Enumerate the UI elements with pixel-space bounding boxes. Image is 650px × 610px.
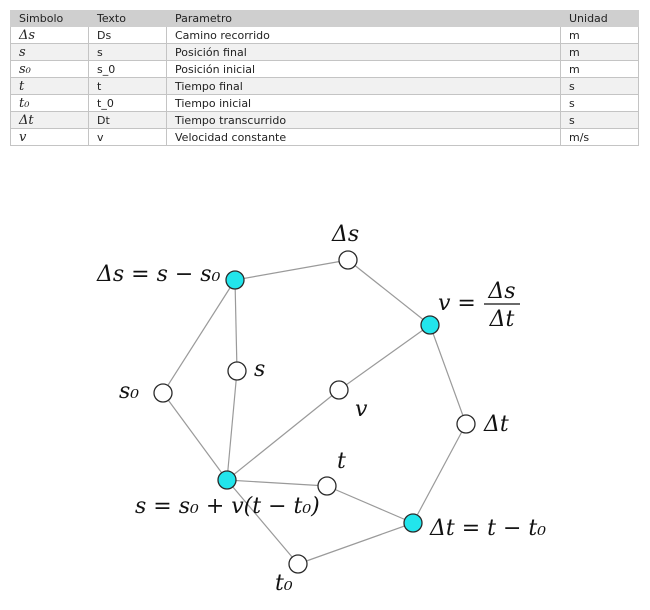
edge-eq-s-v xyxy=(226,389,340,481)
variable-node-dt xyxy=(456,414,476,434)
edge-t0-eq-s xyxy=(226,479,299,565)
table-row: s₀ s_0 Posición inicial m xyxy=(10,60,639,78)
label-eq-v-denominator: Δt xyxy=(489,307,515,332)
edge-dt-eq-dt xyxy=(412,423,467,524)
row-parameter: Velocidad constante xyxy=(166,128,561,146)
header-symbol: Simbolo xyxy=(10,10,89,27)
row-text: Ds xyxy=(88,26,167,44)
table-row: t₀ t_0 Tiempo inicial s xyxy=(10,94,639,112)
row-symbol: s₀ xyxy=(10,60,89,78)
table-header-row: Simbolo Texto Parametro Unidad xyxy=(10,10,639,27)
edge-ds-eq-v xyxy=(347,259,431,326)
row-symbol: s xyxy=(10,43,89,61)
label-t0: t₀ xyxy=(275,571,293,596)
row-parameter: Tiempo inicial xyxy=(166,94,561,112)
equation-node-eq-ds xyxy=(225,270,245,290)
row-symbol: Δt xyxy=(10,111,89,129)
label-eq-ds: Δs = s − s₀ xyxy=(96,262,221,287)
variable-node-s xyxy=(227,361,247,381)
label-ds: Δs xyxy=(331,222,359,247)
equation-node-eq-s xyxy=(217,470,237,490)
row-text: s_0 xyxy=(88,60,167,78)
header-text: Texto xyxy=(88,10,167,27)
row-unit: m/s xyxy=(560,128,639,146)
row-text: s xyxy=(88,43,167,61)
edge-eq-dt-t0 xyxy=(297,522,414,565)
table-row: s s Posición final m xyxy=(10,43,639,61)
row-parameter: Posición final xyxy=(166,43,561,61)
table-row: t t Tiempo final s xyxy=(10,77,639,95)
edge-eq-s-t xyxy=(226,479,328,487)
variable-node-v xyxy=(329,380,349,400)
label-eq-dt: Δt = t − t₀ xyxy=(429,516,546,541)
graph-nodes xyxy=(153,250,476,574)
label-s: s xyxy=(254,357,265,382)
equation-node-eq-dt xyxy=(403,513,423,533)
edge-eq-s-s0 xyxy=(162,392,228,481)
row-text: t xyxy=(88,77,167,95)
label-eq-v-numerator: Δs xyxy=(487,279,515,304)
label-eq-s: s = s₀ + v(t − t₀) xyxy=(135,494,320,519)
equation-node-eq-v xyxy=(420,315,440,335)
label-t: t xyxy=(337,449,346,474)
row-unit: s xyxy=(560,111,639,129)
row-symbol: t xyxy=(10,77,89,95)
edge-eq-v-dt xyxy=(429,324,467,425)
row-parameter: Posición inicial xyxy=(166,60,561,78)
edge-eq-ds-s xyxy=(234,279,238,372)
edge-s0-eq-ds xyxy=(162,279,236,394)
variable-node-t0 xyxy=(288,554,308,574)
table-row: v v Velocidad constante m/s xyxy=(10,128,639,146)
label-v: v xyxy=(355,397,368,422)
parameter-table: Simbolo Texto Parametro Unidad Δs Ds Cam… xyxy=(10,10,639,146)
label-eq-v-left: v = xyxy=(438,291,476,316)
variable-node-ds xyxy=(338,250,358,270)
edge-eq-ds-ds xyxy=(234,259,349,281)
row-parameter: Camino recorrido xyxy=(166,26,561,44)
table-row: Δt Dt Tiempo transcurrido s xyxy=(10,111,639,129)
edge-v-eq-v xyxy=(338,324,431,391)
row-symbol: Δs xyxy=(10,26,89,44)
row-text: t_0 xyxy=(88,94,167,112)
row-parameter: Tiempo final xyxy=(166,77,561,95)
variable-node-s0 xyxy=(153,383,173,403)
graph-edges xyxy=(162,259,467,565)
label-s0: s₀ xyxy=(119,379,139,404)
variable-node-t xyxy=(317,476,337,496)
row-symbol: v xyxy=(10,128,89,146)
edge-s-eq-s xyxy=(226,370,238,481)
row-text: v xyxy=(88,128,167,146)
edge-t-eq-dt xyxy=(326,485,414,524)
label-dt: Δt xyxy=(483,412,509,437)
header-parameter: Parametro xyxy=(166,10,561,27)
